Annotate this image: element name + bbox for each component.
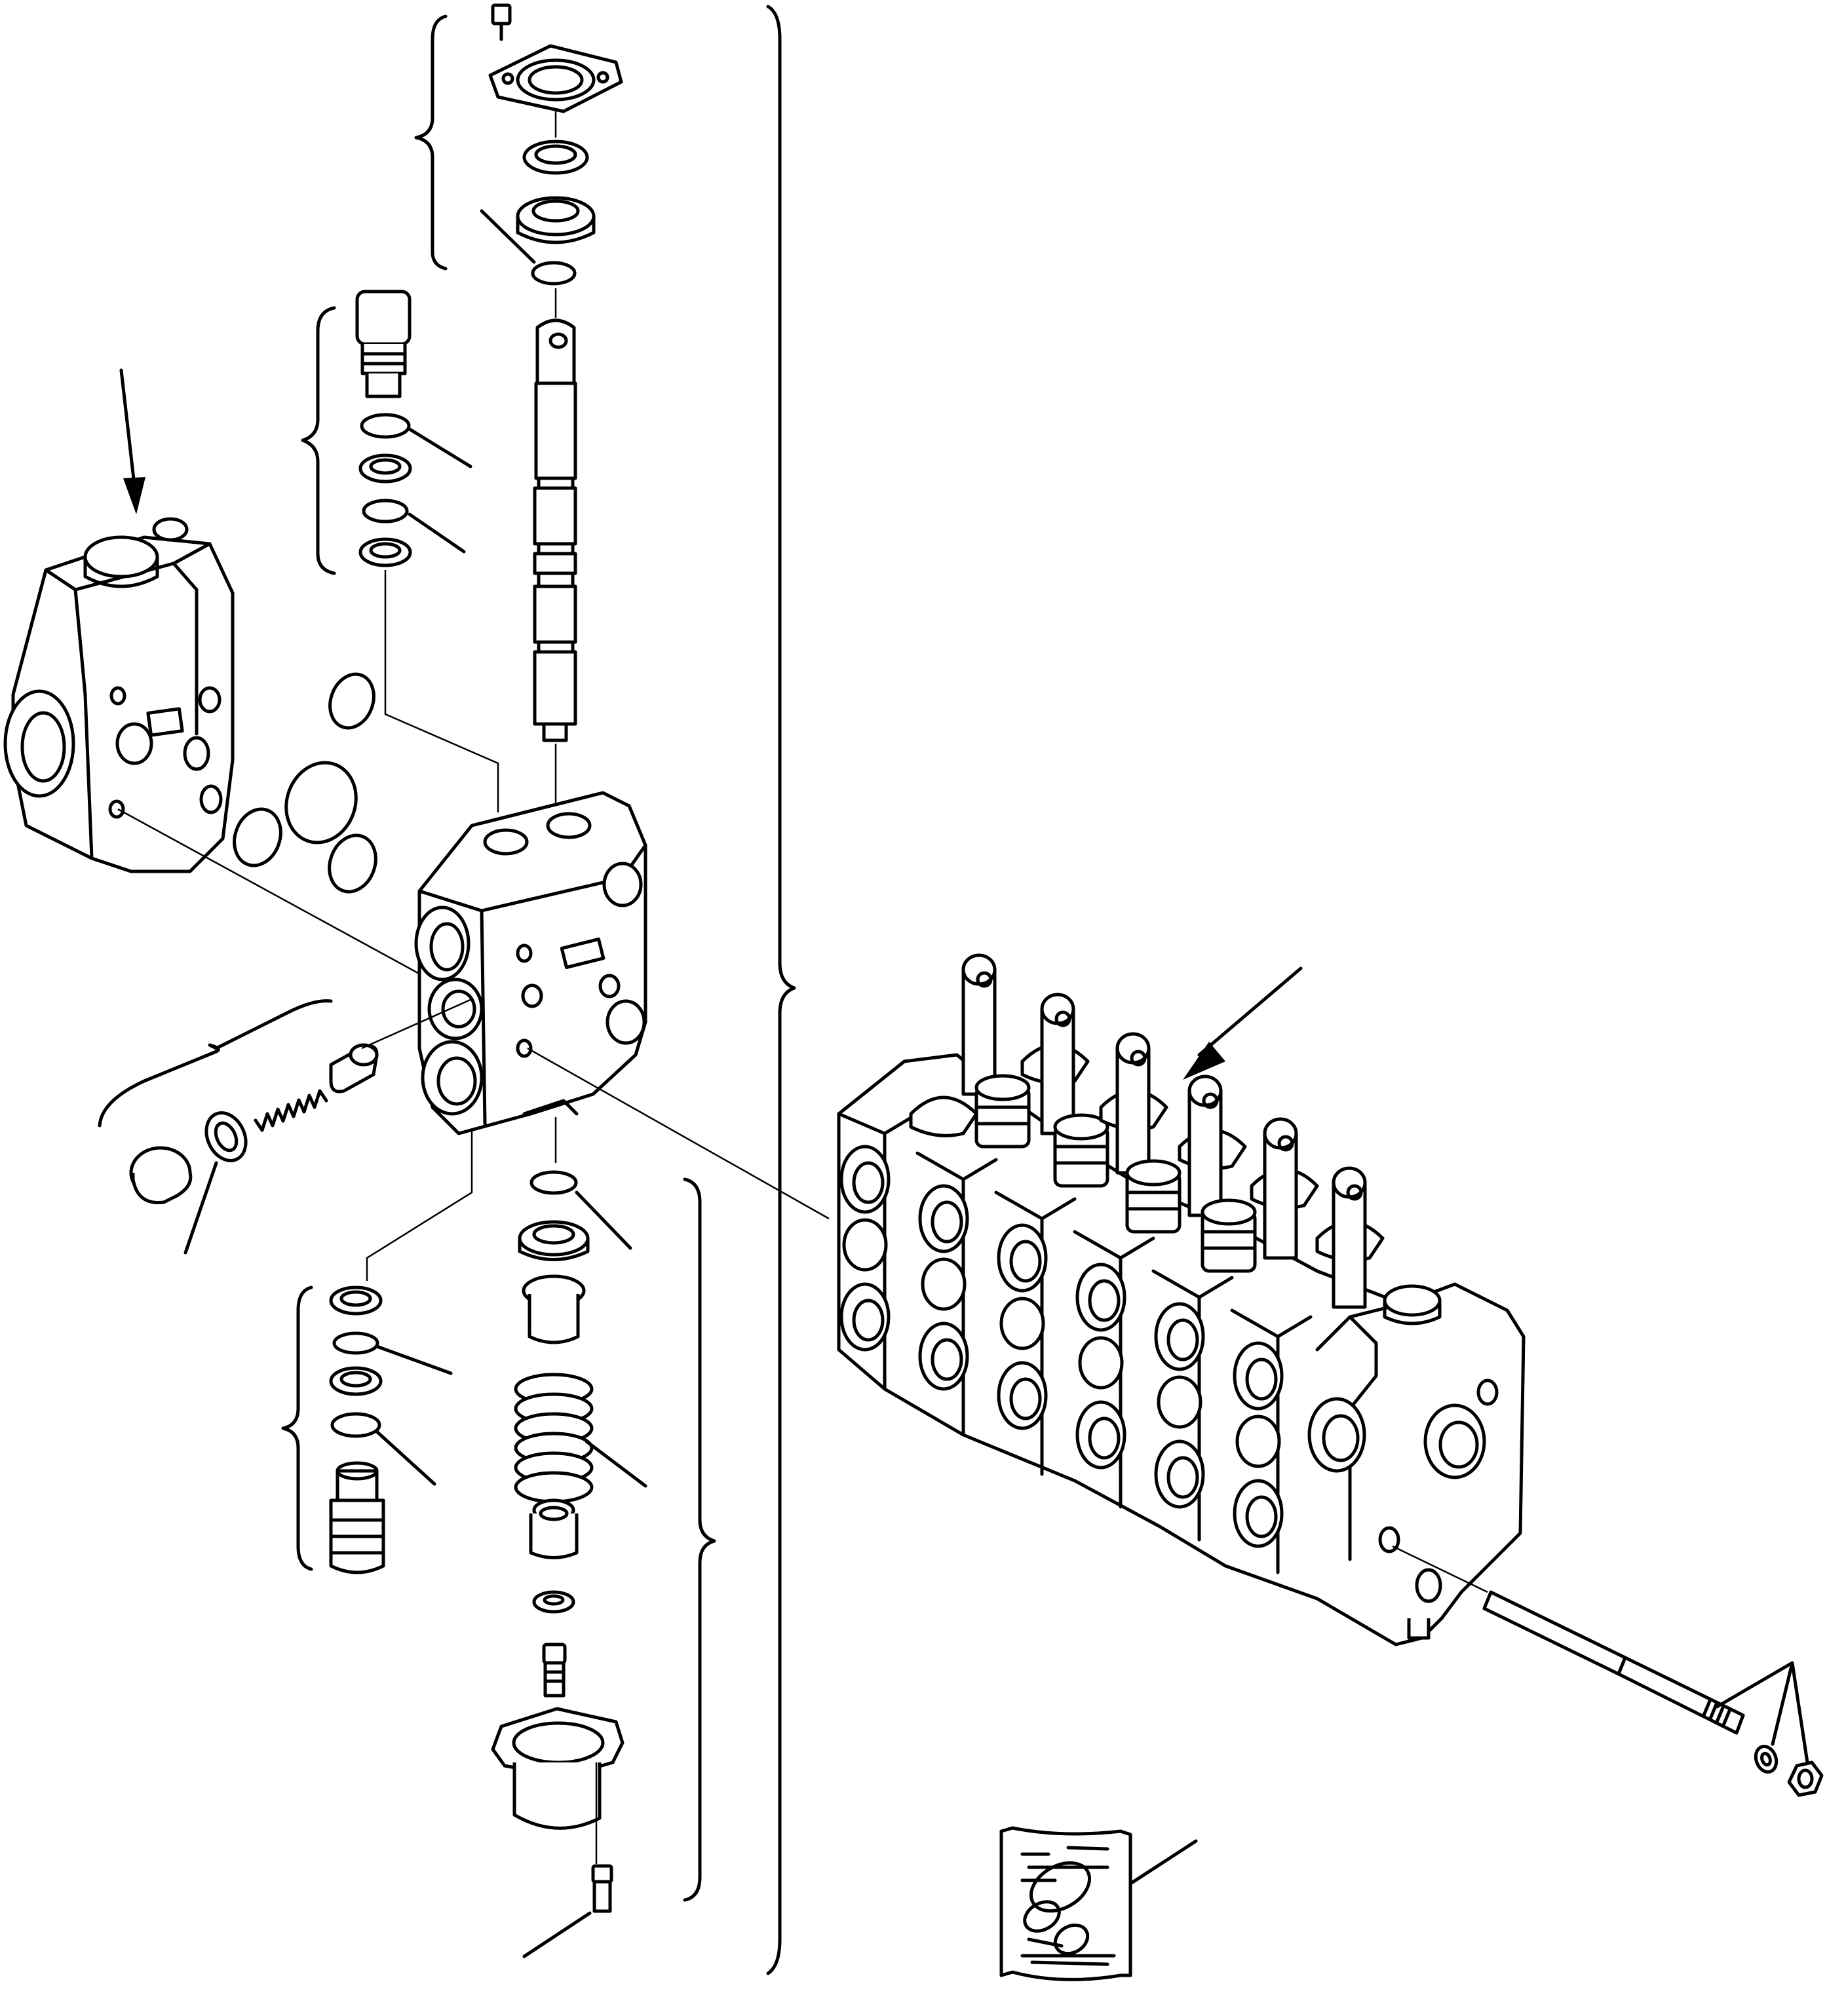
- lower-cartridge-backup-ring-2: [329, 1366, 383, 1396]
- spring-cap: [491, 1707, 625, 1830]
- top-seal-ring: [522, 140, 589, 175]
- spacer-washer: [532, 1590, 575, 1614]
- section-o-ring-3: [233, 807, 282, 867]
- section-o-ring-4: [328, 833, 377, 894]
- tie-bolt-washer: [1754, 1745, 1779, 1774]
- upper-cartridge-backup-ring-1: [358, 453, 412, 484]
- seal-kit-leader: [1128, 1839, 1198, 1886]
- tie-bolt-nut: [1787, 1760, 1824, 1797]
- section-o-ring-1: [328, 672, 375, 730]
- check-valve-poppet: [329, 1043, 379, 1094]
- upper-relief-cartridge: [355, 290, 412, 398]
- lower-spring-kit-brace: [683, 1177, 716, 1902]
- lower-cartridge-o-ring-1: [332, 1331, 379, 1355]
- upper-cartridge-backup-ring-2: [358, 537, 412, 567]
- assembly-bracket: [766, 5, 796, 1975]
- check-valve-plug: [129, 1146, 193, 1205]
- valve-section-body: [414, 791, 647, 1135]
- top-o-ring: [531, 261, 577, 286]
- assembled-control-valve: [837, 953, 1526, 1646]
- tie-bolt: [1482, 1590, 1745, 1735]
- top-cap-screw: [491, 3, 512, 41]
- top-cover-plate: [488, 44, 623, 113]
- inlet-cover-arrow: [119, 368, 136, 487]
- top-seal-retainer: [516, 196, 596, 244]
- section-o-ring-2: [284, 761, 358, 845]
- top-seal-kit-brace: [414, 14, 448, 271]
- valve-assembly-arrow: [1197, 966, 1303, 1057]
- upper-cartridge-o-ring-1: [360, 413, 411, 439]
- upper-cartridge-brace: [301, 306, 336, 575]
- lower-seal-retainer: [518, 1220, 590, 1261]
- upper-spring-seat: [522, 1274, 586, 1344]
- inlet-end-cover: [3, 517, 235, 873]
- upper-cartridge-o-ring-2: [362, 499, 409, 523]
- lower-spring-seat: [529, 1498, 579, 1559]
- control-spool: [533, 318, 577, 742]
- check-valve-seal: [204, 1111, 248, 1162]
- spool-return-spring: [514, 1373, 594, 1504]
- spool-end-bolt: [542, 1643, 567, 1698]
- check-valve-spring: [254, 1089, 328, 1132]
- lower-o-ring: [529, 1170, 578, 1195]
- top-o-ring-leader: [480, 209, 536, 264]
- lower-cartridge-o-ring-2: [330, 1412, 381, 1438]
- lower-cartridge-backup-ring-1: [329, 1285, 383, 1316]
- spring-cap-screw: [591, 1762, 613, 1913]
- check-valve-brace: [98, 999, 333, 1128]
- seal-kit-packet: [999, 1826, 1132, 1981]
- lower-relief-cartridge: [329, 1461, 385, 1574]
- lower-cartridge-brace: [281, 1285, 313, 1571]
